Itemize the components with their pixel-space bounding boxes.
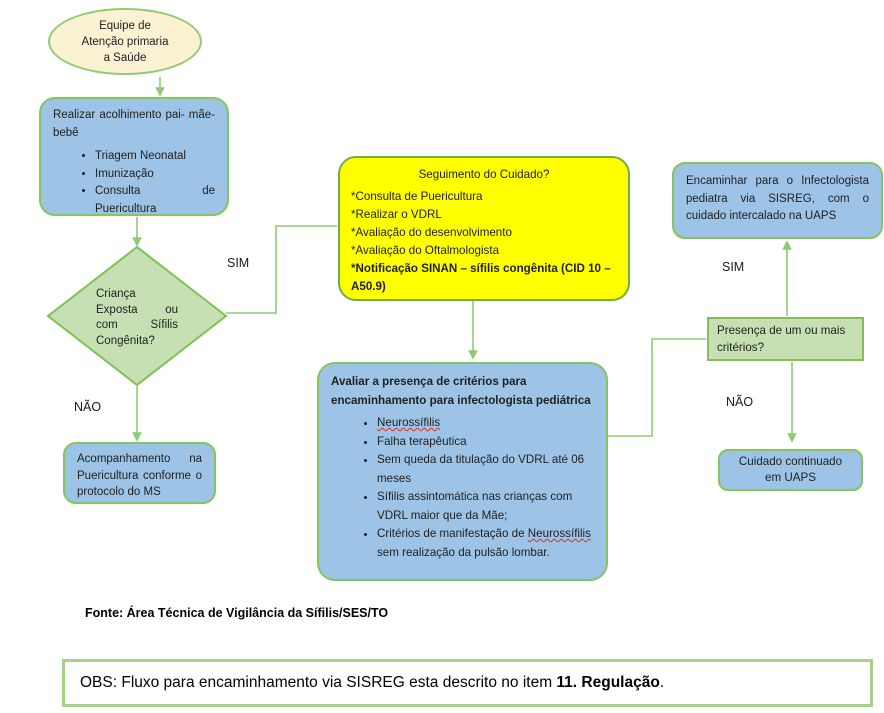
list-item: Imunização [95,166,215,184]
obs-bold-reference: 11. Regulação [556,674,660,691]
obs-note-text: OBS: Fluxo para encaminhamento via SISRE… [80,674,664,692]
seguimento-item: *Realizar o VDRL [351,208,442,221]
misspelled-word: Neurossífilis [377,416,441,429]
decision-box-presenca-criterios: Presença de um ou mais critérios? [707,317,864,361]
acompanhamento-label: Acompanhamento na Puericultura conforme … [77,453,202,498]
seguimento-item: *Consulta de Puericultura [351,190,483,203]
encaminhar-label: Encaminhar para o Infectologista pediatr… [686,175,869,222]
acolhimento-list: Triagem Neonatal Imunização Consulta de … [53,148,215,218]
acolhimento-title: Realizar acolhimento pai- mãe- bebê [53,109,215,139]
list-item: Falha terapêutica [377,433,594,452]
process-box-seguimento-cuidado: Seguimento do Cuidado? *Consulta de Puer… [338,156,630,301]
branch-label-sim-right: SIM [722,260,745,274]
seguimento-item-notificacao-sinan: *Notificação SINAN – sífilis congênita (… [351,262,611,293]
branch-label-nao-right: NÃO [726,395,754,409]
process-box-criterios-encaminhamento: Avaliar a presença de critérios para enc… [317,362,608,581]
seguimento-item: *Avaliação do desenvolvimento [351,226,512,239]
seguimento-item: *Avaliação do Oftalmologista [351,244,500,257]
list-item: Sem queda da titulação do VDRL até 06 me… [377,451,594,488]
branch-label-sim-left: SIM [227,256,250,270]
presenca-label: Presença de um ou mais critérios? [717,324,846,354]
source-credit-text: Fonte: Área Técnica de Vigilância da Síf… [85,606,389,620]
obs-prefix: OBS: Fluxo para encaminhamento via SISRE… [80,674,557,691]
list-item: Consulta de Puericultura [95,183,215,218]
obs-note-box: OBS: Fluxo para encaminhamento via SISRE… [62,659,873,707]
obs-suffix: . [659,674,665,691]
process-box-encaminhar-infectologista: Encaminhar para o Infectologista pediatr… [672,162,883,239]
connector-criterios-to-presenca [608,338,706,437]
criterios-list: Neurossífilis Falha terapêutica Sem qued… [331,414,594,562]
misspelled-word: Neurossífilis [527,527,591,540]
decision-diamond-label: Criança Exposta ou com Sífilis Congênita… [96,288,178,347]
start-node-label: Equipe de Atenção primaria a Saúde [81,19,169,64]
seguimento-title: Seguimento do Cuidado? [418,168,550,181]
list-item: Sífilis assintomática nas crianças com V… [377,488,594,525]
list-item-text: Critérios de manifestação de [377,527,528,540]
process-box-acompanhamento: Acompanhamento na Puericultura conforme … [63,442,216,504]
list-item: Critérios de manifestação de Neurossífil… [377,525,594,562]
process-box-acolhimento: Realizar acolhimento pai- mãe- bebê Tria… [39,97,229,216]
process-box-cuidado-continuado: Cuidado continuado em UAPS [718,449,863,491]
list-item-text: sem realização da pulsão lombar. [377,545,550,559]
list-item: Triagem Neonatal [95,148,215,166]
cuidado-label: Cuidado continuado em UAPS [738,455,843,484]
start-node-equipe-atencao-primaria: Equipe de Atenção primaria a Saúde [48,8,202,75]
criterios-title: Avaliar a presença de critérios para enc… [331,375,591,407]
branch-label-nao-left: NÃO [74,400,102,414]
list-item: Neurossífilis [377,414,594,433]
